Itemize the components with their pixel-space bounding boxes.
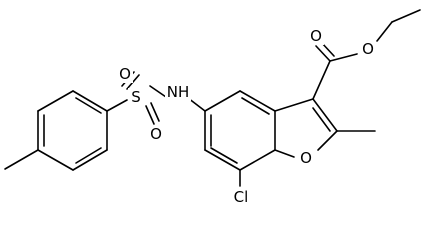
furan-oxygen-label: O <box>300 149 312 167</box>
bond <box>204 90 241 112</box>
molecule-diagram: O S O NH O O O Cl <box>4 9 421 206</box>
structure-svg: O S O NH O O O Cl <box>4 9 421 206</box>
bond <box>72 149 108 171</box>
bond <box>204 149 241 171</box>
carbonyl-oxygen-label: O <box>310 27 322 45</box>
tolyl-ring <box>37 90 108 171</box>
bond-c-o-double <box>315 45 331 62</box>
bond <box>274 149 295 158</box>
bond-double-inner <box>241 97 270 115</box>
bond <box>72 90 108 112</box>
bond-s-o <box>150 102 160 122</box>
bond <box>37 149 74 171</box>
furan-ring <box>274 98 338 158</box>
bond <box>106 99 128 112</box>
bond <box>312 98 338 132</box>
ester-oxygen-label: O <box>362 40 374 58</box>
bond-double-inner <box>75 147 102 164</box>
chlorine-label: Cl <box>234 188 249 206</box>
bond <box>239 149 276 171</box>
bond-double-inner <box>75 97 102 114</box>
bond-double-inner <box>210 147 238 164</box>
sulfonyl-oxygen-label: O <box>119 65 131 83</box>
bond-ethyl <box>391 9 421 23</box>
bond-c-o <box>329 53 358 62</box>
bond <box>274 98 314 112</box>
methyl-bond <box>4 149 39 170</box>
bond <box>317 130 338 151</box>
bond <box>239 90 276 112</box>
sulfonyl-oxygen-label: O <box>150 125 162 143</box>
bond-o-c <box>376 21 393 42</box>
bond-double-inner <box>312 107 331 132</box>
amide-nh-label: NH <box>167 83 190 101</box>
bond <box>37 90 74 112</box>
sulfur-label: S <box>131 88 141 106</box>
benzene-ring <box>204 90 276 171</box>
bond-s-o <box>145 105 155 125</box>
bond-s-n <box>149 85 167 98</box>
bond <box>312 60 331 100</box>
